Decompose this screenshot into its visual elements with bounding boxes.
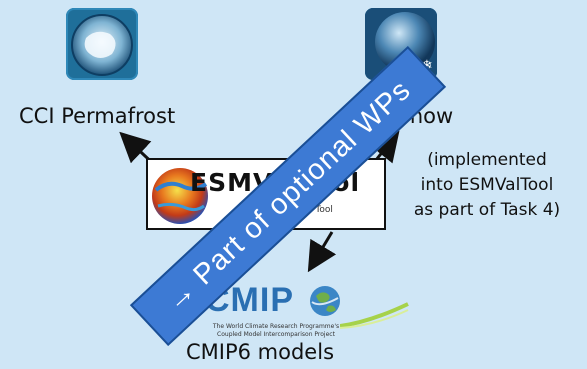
arctic-globe-icon: [71, 14, 133, 76]
snow-note-line-1: (implemented: [427, 150, 547, 170]
arrow-to-cmip: [307, 231, 337, 273]
permafrost-tile: [66, 8, 138, 80]
climate-globe-icon: [152, 168, 208, 224]
snow-note-line-2: into ESMValTool: [420, 175, 554, 195]
permafrost-label: CCI Permafrost: [19, 104, 176, 128]
cmip-swoosh: [340, 302, 409, 329]
cmip-label: CMIP6 models: [186, 340, 335, 364]
cmip-caption-line-1: The World Climate Research Programme's: [212, 323, 340, 330]
snow-note: (implemented into ESMValTool as part of …: [392, 148, 582, 223]
cmip-caption-line-2: Coupled Model Intercomparison Project: [217, 331, 335, 338]
snow-note-line-3: as part of Task 4): [413, 200, 561, 220]
cmip-caption: The World Climate Research Programme's C…: [206, 323, 346, 339]
earth-icon: [310, 286, 340, 316]
